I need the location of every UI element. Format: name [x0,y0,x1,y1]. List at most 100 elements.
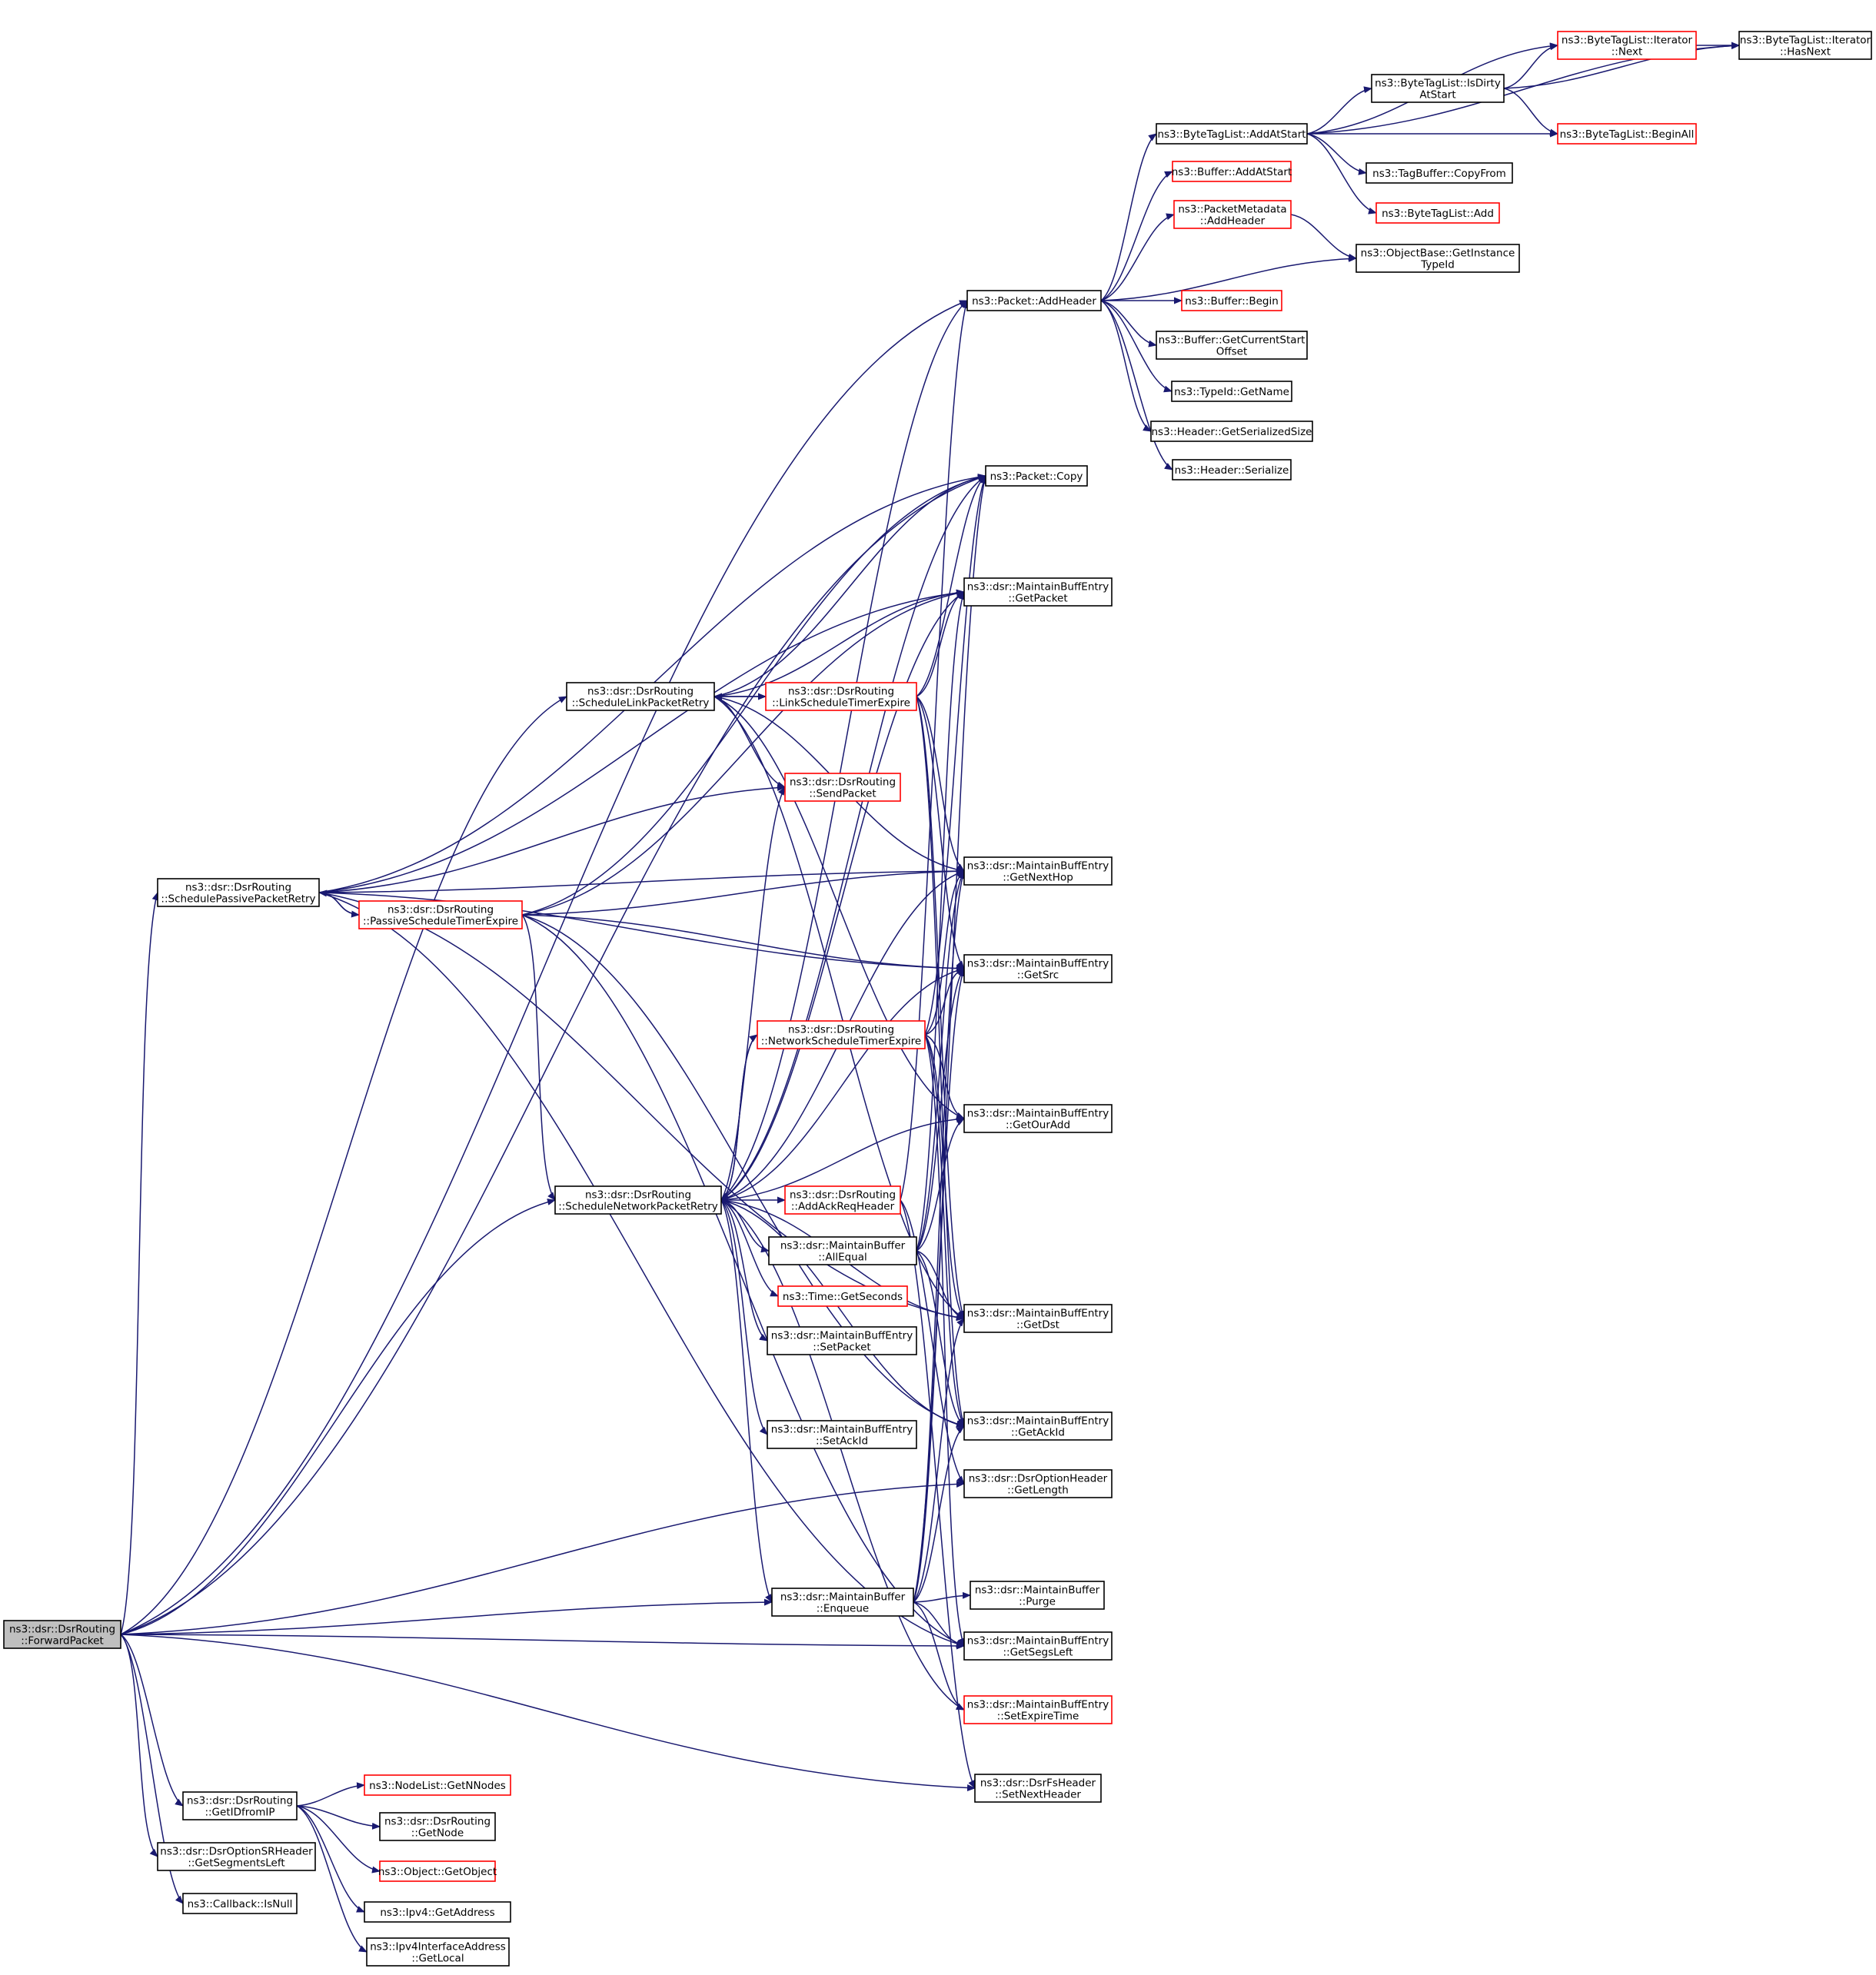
node-label: ::ForwardPacket [21,1635,104,1647]
edge-passivetimer-to-getpacket [521,590,965,916]
node-label: ::GetSrc [1017,969,1059,982]
node-allequal[interactable]: ns3::dsr::MaintainBuffer::AllEqual [768,1236,917,1265]
node-getnnodes[interactable]: ns3::NodeList::GetNNodes [364,1774,511,1796]
node-label: ns3::ByteTagList::Iterator [1562,35,1693,47]
node-label: ns3::Packet::AddHeader [972,295,1096,308]
node-getpacket[interactable]: ns3::dsr::MaintainBuffEntry::GetPacket [963,577,1113,607]
edge-forwardpacket-to-setnextheader [120,1634,976,1792]
node-box [364,1774,511,1796]
node-label: ::NetworkScheduleTimerExpire [761,1036,922,1048]
node-label: TypeId [1420,259,1455,271]
node-label: ns3::TypeId::GetName [1174,386,1289,398]
edge-getidfromip-to-getnnodes [296,1782,365,1807]
node-setexpiretime[interactable]: ns3::dsr::MaintainBuffEntry::SetExpireTi… [963,1695,1113,1724]
edge-allequal-to-getdst [916,1250,965,1320]
node-iternext[interactable]: ns3::ByteTagList::Iterator::Next [1557,31,1697,60]
node-box [963,1631,1113,1661]
node-getdst[interactable]: ns3::dsr::MaintainBuffEntry::GetDst [963,1304,1113,1333]
edge-networktimer-to-pktcopy [924,475,986,1036]
node-tagcopyfrom[interactable]: ns3::TagBuffer::CopyFrom [1365,162,1513,184]
node-box [777,1285,908,1307]
node-box [182,1791,298,1820]
node-label: ns3::dsr::MaintainBuffEntry [967,1635,1109,1647]
node-setackid[interactable]: ns3::dsr::MaintainBuffEntry::SetAckId [767,1420,917,1449]
node-getidfromip[interactable]: ns3::dsr::DsrRouting::GetIDfromIP [182,1791,298,1820]
node-box [963,577,1113,607]
node-label: ::SchedulePassivePacketRetry [161,893,315,906]
edge-networktimer-to-getouradd [924,1034,965,1119]
node-schedlink[interactable]: ns3::dsr::DsrRouting::ScheduleLinkPacket… [566,682,715,711]
node-getackid[interactable]: ns3::dsr::MaintainBuffEntry::GetAckId [963,1411,1113,1441]
node-pktaddheader[interactable]: ns3::Packet::AddHeader [966,290,1102,311]
node-getlocal[interactable]: ns3::Ipv4InterfaceAddress::GetLocal [366,1937,510,1967]
node-ipv4getaddress[interactable]: ns3::Ipv4::GetAddress [364,1901,511,1923]
node-label: ::SetPacket [813,1342,870,1354]
node-getsegsleft[interactable]: ns3::dsr::MaintainBuffEntry::GetSegsLeft [963,1631,1113,1661]
node-getsegmentsleft[interactable]: ns3::dsr::DsrOptionSRHeader::GetSegments… [157,1842,316,1871]
edge-pktaddheader-to-getinstancetypeid [1100,254,1357,301]
node-box [767,1420,917,1449]
node-schednetwork[interactable]: ns3::dsr::DsrRouting::ScheduleNetworkPac… [554,1185,722,1215]
edge-linktimer-to-getnexthop [916,696,965,872]
node-box [974,1774,1102,1803]
node-getlength[interactable]: ns3::dsr::DsrOptionHeader::GetLength [963,1469,1113,1498]
edge-forwardpacket-to-enqueue [120,1598,773,1635]
node-forwardpacket[interactable]: ns3::dsr::DsrRouting::ForwardPacket [3,1620,121,1649]
node-btladdatstart[interactable]: ns3::ByteTagList::AddAtStart [1156,123,1308,145]
node-box [379,1860,496,1882]
node-label: ::SetAckId [816,1435,868,1448]
node-setpacket[interactable]: ns3::dsr::MaintainBuffEntry::SetPacket [767,1326,917,1355]
node-getserializedsize[interactable]: ns3::Header::GetSerializedSize [1150,421,1313,442]
node-setnextheader[interactable]: ns3::dsr::DsrFsHeader::SetNextHeader [974,1774,1102,1803]
node-box [1355,244,1520,273]
node-box [182,1893,298,1914]
node-getnode[interactable]: ns3::dsr::DsrRouting::GetNode [379,1812,496,1841]
node-label: ns3::dsr::MaintainBuffer [780,1240,906,1252]
node-iterhasnext[interactable]: ns3::ByteTagList::Iterator::HasNext [1738,31,1872,60]
node-sendpacket[interactable]: ns3::dsr::DsrRouting::SendPacket [784,773,901,802]
node-label: ::GetSegmentsLeft [188,1857,284,1870]
node-pmaddheader[interactable]: ns3::PacketMetadata::AddHeader [1173,200,1292,229]
node-label: ::GetNextHop [1003,872,1073,884]
node-label: ns3::ObjectBase::GetInstance [1361,248,1515,260]
edge-schedlink-to-getpacket [713,589,965,697]
node-getobject[interactable]: ns3::Object::GetObject [378,1860,497,1882]
node-btladd[interactable]: ns3::ByteTagList::Add [1375,202,1500,224]
node-box [554,1185,722,1215]
node-label: ::HasNext [1780,46,1831,58]
node-passivetimer[interactable]: ns3::dsr::DsrRouting::PassiveScheduleTim… [358,900,523,929]
node-label: ns3::PacketMetadata [1178,204,1286,216]
node-box [768,1236,917,1265]
node-bufaddatstart[interactable]: ns3::Buffer::AddAtStart [1172,161,1292,182]
node-getnexthop[interactable]: ns3::dsr::MaintainBuffEntry::GetNextHop [963,856,1113,886]
edge-isdirty-to-beginall [1503,88,1558,136]
node-label: ns3::dsr::MaintainBuffEntry [967,1699,1109,1711]
node-getsrc[interactable]: ns3::dsr::MaintainBuffEntry::GetSrc [963,954,1113,983]
edge-forwardpacket-to-getidfromip [120,1634,184,1807]
node-pktcopy[interactable]: ns3::Packet::Copy [985,465,1088,487]
node-serialize[interactable]: ns3::Header::Serialize [1172,459,1292,480]
edge-linktimer-to-pktcopy [916,475,986,697]
node-purge[interactable]: ns3::dsr::MaintainBuffer::Purge [970,1581,1105,1610]
node-typeidgetname[interactable]: ns3::TypeId::GetName [1171,381,1292,402]
edge-forwardpacket-to-schedpassive [120,892,159,1635]
edge-schedpassive-to-sendpacket [318,784,786,893]
node-getseconds[interactable]: ns3::Time::GetSeconds [777,1285,908,1307]
node-beginall[interactable]: ns3::ByteTagList::BeginAll [1557,123,1697,145]
node-bufbegin[interactable]: ns3::Buffer::Begin [1181,290,1282,311]
node-box [566,682,715,711]
node-getouradd[interactable]: ns3::dsr::MaintainBuffEntry::GetOurAdd [963,1104,1113,1133]
node-networktimer[interactable]: ns3::dsr::DsrRouting::NetworkScheduleTim… [757,1020,926,1049]
node-addackreq[interactable]: ns3::dsr::DsrRouting::AddAckReqHeader [784,1185,901,1215]
node-enqueue[interactable]: ns3::dsr::MaintainBuffer::Enqueue [771,1588,914,1617]
node-label: ::AddAckReqHeader [791,1201,895,1213]
node-linktimer[interactable]: ns3::dsr::DsrRouting::LinkScheduleTimerE… [765,682,917,711]
edge-btladdatstart-to-tagcopyfrom [1306,133,1367,175]
node-isnull[interactable]: ns3::Callback::IsNull [182,1893,298,1914]
node-schedpassive[interactable]: ns3::dsr::DsrRouting::SchedulePassivePac… [157,878,320,907]
edge-passivetimer-to-schednetwork [521,914,556,1201]
